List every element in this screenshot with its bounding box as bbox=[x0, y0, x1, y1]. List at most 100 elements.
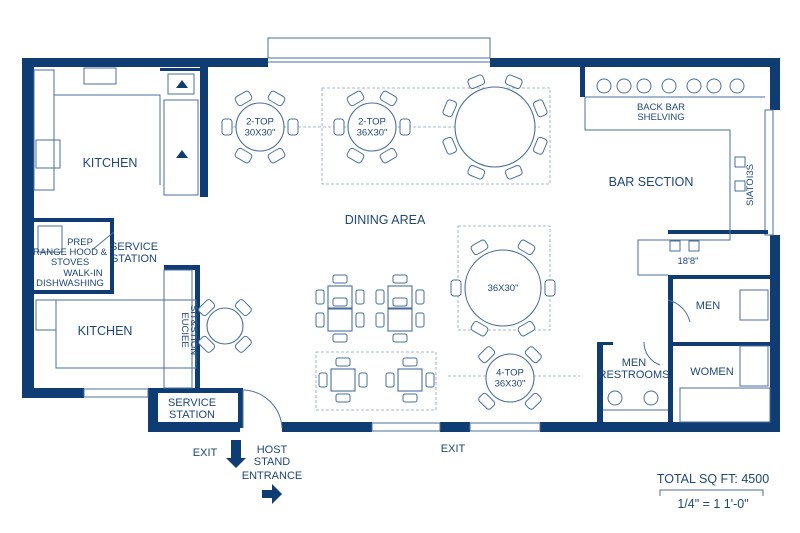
dining-table bbox=[385, 357, 435, 403]
prep-label: PREP bbox=[67, 237, 93, 248]
bell-icon bbox=[176, 150, 188, 158]
chair bbox=[442, 99, 457, 118]
arrow-right-icon bbox=[262, 484, 282, 504]
chair bbox=[332, 274, 348, 284]
chair bbox=[198, 335, 216, 353]
prep-label: RANGE HOOD & bbox=[33, 247, 108, 258]
room-label-men-restrooms: MEN bbox=[622, 357, 647, 369]
top-window bbox=[267, 37, 491, 63]
chair bbox=[333, 118, 345, 136]
chair bbox=[221, 118, 233, 136]
chair bbox=[425, 372, 435, 388]
host-stand-label: HOST bbox=[257, 444, 288, 456]
chair bbox=[332, 333, 348, 343]
chair bbox=[467, 74, 486, 89]
chair bbox=[318, 372, 328, 388]
dining-table bbox=[198, 299, 252, 353]
room-label-kitchen-top: KITCHEN bbox=[83, 156, 138, 170]
service-station-label: SERVICE bbox=[110, 241, 158, 253]
chair bbox=[415, 312, 425, 328]
chair bbox=[234, 90, 253, 107]
chair bbox=[358, 372, 368, 388]
side-station-label: SIT&STION bbox=[188, 305, 199, 355]
chair bbox=[392, 333, 408, 343]
table-top bbox=[347, 102, 397, 152]
service-station-label: STATION bbox=[111, 253, 157, 265]
chair bbox=[533, 99, 548, 118]
host-stand-label: STAND bbox=[254, 456, 291, 468]
chair bbox=[379, 90, 398, 107]
bell-icon bbox=[176, 80, 188, 88]
prep-label: STOVES bbox=[51, 257, 89, 268]
bar-stool bbox=[729, 78, 745, 94]
chair bbox=[267, 90, 286, 107]
dining-table bbox=[318, 357, 368, 403]
scale-bar bbox=[659, 489, 764, 496]
service-station-label: SERVICE bbox=[168, 397, 216, 409]
prep-label: DISHWASHING bbox=[36, 278, 104, 289]
dining-table bbox=[315, 297, 365, 343]
chair bbox=[467, 165, 486, 180]
dining-table: 36X30" bbox=[450, 239, 556, 337]
chair bbox=[346, 147, 365, 164]
interior-walls bbox=[34, 67, 773, 428]
table-top bbox=[454, 86, 536, 168]
chair bbox=[379, 147, 398, 164]
bar-stool bbox=[661, 78, 677, 94]
chair bbox=[234, 335, 252, 353]
room-label-men: MEN bbox=[696, 300, 721, 312]
room-label-men-restrooms: RESTROOMS bbox=[599, 369, 670, 381]
bar-stool bbox=[636, 78, 652, 94]
bar-stool bbox=[596, 78, 612, 94]
chair bbox=[332, 297, 348, 307]
bar-stool bbox=[616, 78, 632, 94]
arrow-down-icon bbox=[226, 440, 246, 468]
total-square-feet: TOTAL SQ FT: 4500 bbox=[657, 472, 769, 486]
kitchen-fixtures bbox=[33, 67, 283, 429]
table-label: 36X30" bbox=[495, 379, 526, 390]
prep-labels: PREP RANGE HOOD & STOVES WALK-IN DISHWAS… bbox=[33, 237, 108, 289]
table-top bbox=[235, 102, 285, 152]
bar-stool bbox=[686, 78, 702, 94]
bar-stool bbox=[706, 78, 722, 94]
table-label: 2-TOP bbox=[358, 117, 386, 128]
chair bbox=[198, 299, 216, 317]
chair bbox=[355, 289, 365, 305]
chair bbox=[450, 279, 462, 297]
table-top bbox=[485, 353, 535, 403]
chair bbox=[392, 297, 408, 307]
chair bbox=[415, 289, 425, 305]
bar bbox=[584, 78, 765, 276]
chair bbox=[392, 274, 408, 284]
entrance-door bbox=[242, 389, 283, 429]
chair bbox=[234, 299, 252, 317]
bar-dimension: 18'8" bbox=[677, 256, 698, 267]
side-station-label: EUCIEE bbox=[179, 312, 190, 347]
table-top bbox=[206, 307, 244, 345]
chair bbox=[402, 357, 418, 367]
exit-label-left: EXIT bbox=[193, 447, 218, 459]
prep-label: WALK-IN bbox=[63, 268, 102, 279]
scale-label: 1/4" = 1 1'-0" bbox=[677, 497, 748, 511]
exterior-walls bbox=[22, 58, 780, 432]
table-label: 4-TOP bbox=[496, 368, 524, 379]
dining-table bbox=[375, 297, 425, 343]
chair bbox=[478, 346, 496, 364]
service-station-label: STATION bbox=[169, 409, 215, 421]
dining-table bbox=[442, 74, 548, 180]
chair bbox=[504, 165, 523, 180]
chair bbox=[517, 320, 536, 337]
table-top bbox=[330, 368, 356, 392]
table-top bbox=[387, 308, 413, 332]
chair bbox=[442, 136, 457, 155]
exit-label-right: EXIT bbox=[441, 443, 466, 455]
table-top bbox=[327, 308, 353, 332]
chair bbox=[504, 74, 523, 89]
room-label-bar-section: BAR SECTION bbox=[609, 175, 694, 189]
chair bbox=[375, 312, 385, 328]
